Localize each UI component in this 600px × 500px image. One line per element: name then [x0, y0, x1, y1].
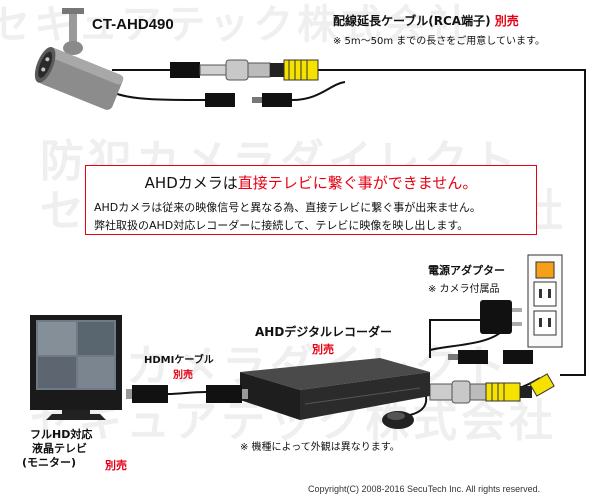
- wall-socket-drawing: [527, 254, 563, 348]
- monitor-label-line-1: フルHD対応: [30, 428, 93, 441]
- hdmi-plugs: [126, 385, 248, 403]
- rca-connector-extension: [270, 59, 319, 81]
- recorder-sold-separately: 別売: [312, 343, 334, 356]
- mouse-drawing: [382, 411, 414, 429]
- cable-note: ※ 5m〜50m までの長さをご用意しています。: [333, 36, 546, 47]
- adapter-title: 電源アダプター: [428, 264, 505, 277]
- power-adapter-drawing: [480, 300, 522, 334]
- hdmi-wire: [167, 391, 207, 395]
- cable-title: 配線延長ケーブル(RCA端子) 別売: [333, 12, 519, 29]
- copyright: Copyright(C) 2008-2016 SecuTech Inc. All…: [308, 484, 541, 494]
- bnc-connector-camera: [170, 59, 271, 81]
- cable-sold-separately: 別売: [494, 14, 519, 28]
- notice-box: AHDカメラは直接テレビに繋ぐ事ができません。 AHDカメラは従来の映像信号と異…: [85, 165, 537, 235]
- extension-join-wire: [291, 81, 346, 101]
- notice-heading-emphasis: 直接テレビに繋ぐ事ができません。: [237, 174, 478, 192]
- cable-title-text: 配線延長ケーブル(RCA端子): [333, 14, 491, 28]
- monitor-sold-separately: 別売: [105, 459, 127, 472]
- notice-heading-prefix: AHDカメラは: [144, 174, 238, 192]
- recorder-title: AHDデジタルレコーダー: [255, 325, 393, 339]
- notice-line-1: AHDカメラは従来の映像信号と異なる為、直接テレビに繋ぐ事が出来ません。: [94, 201, 481, 214]
- dc-plug-camera: [205, 93, 292, 107]
- extension-video-wire: [318, 69, 586, 376]
- monitor-label-line-3: (モニター): [22, 456, 77, 469]
- appearance-footnote: ※ 機種によって外観は異なります。: [240, 442, 400, 453]
- dc-plug-recorder: [448, 350, 533, 364]
- monitor-label: フルHD対応 液晶テレビ (モニター): [22, 428, 92, 470]
- monitor-drawing: [30, 315, 122, 420]
- hdmi-sold-separately: 別売: [173, 370, 193, 381]
- recorder-drawing: [240, 358, 430, 420]
- hdmi-title: HDMIケーブル: [144, 355, 214, 366]
- bnc-connector-recorder: [429, 373, 555, 404]
- adapter-note: ※ カメラ付属品: [428, 284, 500, 295]
- camera-model-label: CT-AHD490: [92, 16, 174, 33]
- notice-heading: AHDカメラは直接テレビに繋ぐ事ができません。: [94, 172, 528, 193]
- adapter-wire: [429, 319, 504, 352]
- camera-drawing: [34, 8, 124, 110]
- monitor-label-line-2: 液晶テレビ: [32, 442, 87, 455]
- notice-line-2: 弊社取扱のAHD対応レコーダーに接続して、テレビに映像を映し出します。: [94, 219, 469, 232]
